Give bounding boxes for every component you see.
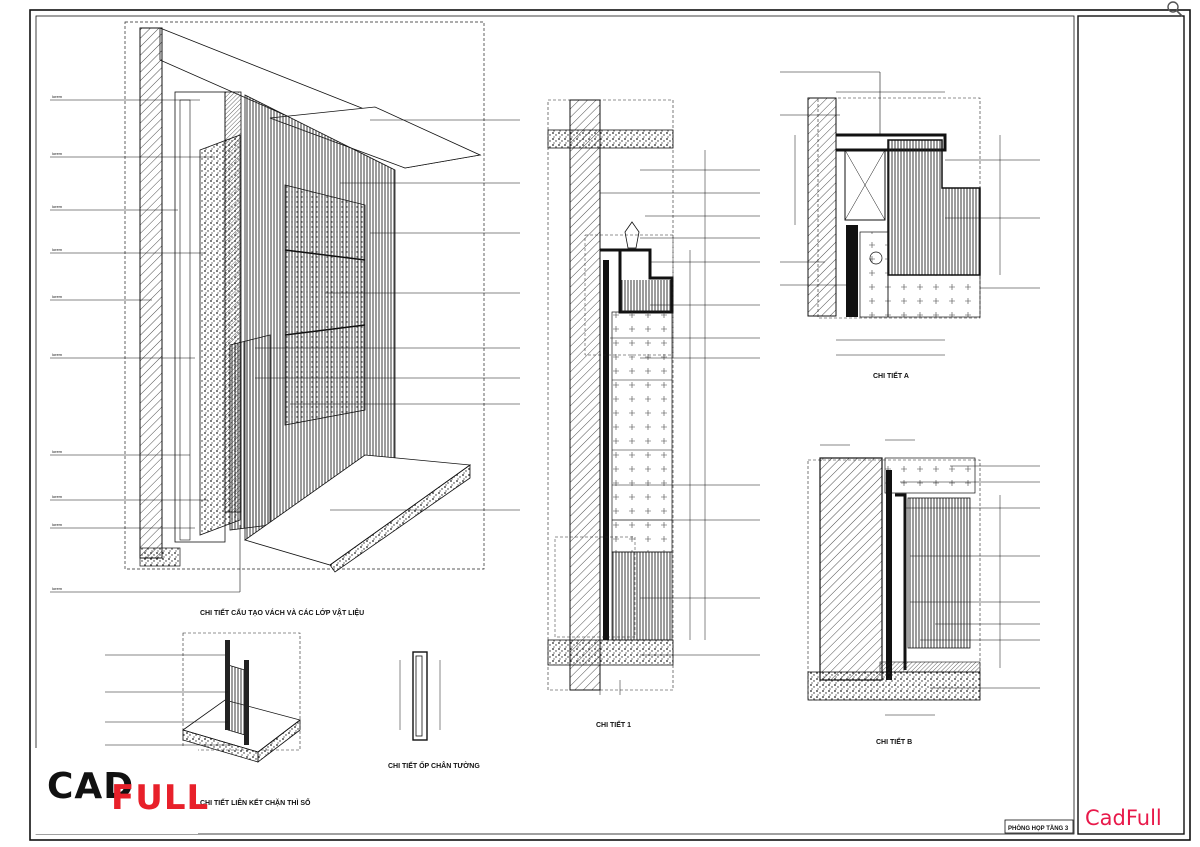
svg-text:lorem: lorem — [52, 247, 63, 252]
door-stop-detail — [105, 632, 301, 763]
baseboard-detail — [399, 651, 441, 741]
sheet-name-box — [1004, 819, 1074, 834]
svg-text:lorem: lorem — [52, 151, 63, 156]
caption-detail-1: CHI TIẾT 1 — [596, 719, 631, 729]
logo-full-text: FULL — [111, 778, 210, 818]
caption-baseboard: CHI TIẾT ỐP CHÂN TƯỜNG — [388, 760, 480, 770]
watermark-text: CadFull — [1085, 806, 1162, 830]
drawing-frame — [35, 15, 1075, 835]
cadfull-logo: CAD FULL — [33, 748, 208, 834]
caption-detail-a: CHI TIẾT A — [873, 370, 909, 380]
svg-text:lorem: lorem — [52, 352, 63, 357]
caption-door-stop: CHI TIẾT LIÊN KẾT CHẶN THÌ SỔ — [200, 797, 311, 807]
detail-1-section — [547, 99, 760, 695]
svg-text:lorem: lorem — [52, 449, 63, 454]
svg-text:lorem: lorem — [52, 586, 63, 591]
magnifier-icon[interactable] — [1164, 0, 1186, 18]
detail-b-section — [807, 439, 1040, 716]
sheet-name: PHÒNG HỌP TẦNG 3 — [1008, 824, 1069, 832]
title-block — [1077, 15, 1185, 835]
svg-text:lorem: lorem — [52, 94, 63, 99]
logo-cad-text: CAD — [47, 766, 135, 807]
wall-assembly-isometric: lorem lorem lorem lorem lorem lorem lore… — [50, 21, 520, 593]
svg-text:lorem: lorem — [52, 204, 63, 209]
detail-a-section — [780, 71, 1040, 356]
sheet-border — [29, 9, 1191, 841]
caption-detail-b: CHI TIẾT B — [876, 736, 912, 746]
svg-text:lorem: lorem — [52, 494, 63, 499]
caption-main: CHI TIẾT CẤU TẠO VÁCH VÀ CÁC LỚP VẬT LIỆ… — [200, 607, 364, 617]
svg-text:lorem: lorem — [52, 294, 63, 299]
svg-text:lorem: lorem — [52, 522, 63, 527]
